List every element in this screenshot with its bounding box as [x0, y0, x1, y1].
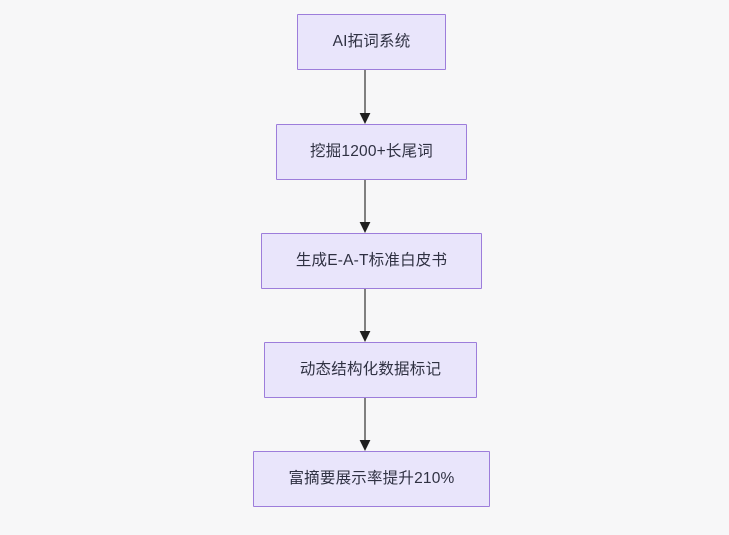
flow-node-label: 富摘要展示率提升210%: [288, 470, 455, 488]
flow-node-label: 挖掘1200+长尾词: [309, 143, 434, 161]
connector-node-2-to-node-3: [358, 180, 372, 233]
connector-node-4-to-node-5: [358, 398, 372, 451]
flow-node-label: AI拓词系统: [332, 33, 411, 51]
flow-node-label: 动态结构化数据标记: [299, 361, 442, 379]
flow-node-dynamic-structured-data-markup[interactable]: 动态结构化数据标记: [264, 342, 477, 398]
flow-node-generate-eat-whitepaper[interactable]: 生成E-A-T标准白皮书: [261, 233, 482, 289]
connector-node-1-to-node-2: [358, 70, 372, 124]
flow-node-rich-snippet-rate-increase[interactable]: 富摘要展示率提升210%: [253, 451, 490, 507]
flow-node-label: 生成E-A-T标准白皮书: [295, 252, 448, 270]
connector-node-3-to-node-4: [358, 289, 372, 342]
flow-node-mine-longtail-keywords[interactable]: 挖掘1200+长尾词: [276, 124, 467, 180]
flow-node-ai-keyword-system[interactable]: AI拓词系统: [297, 14, 446, 70]
